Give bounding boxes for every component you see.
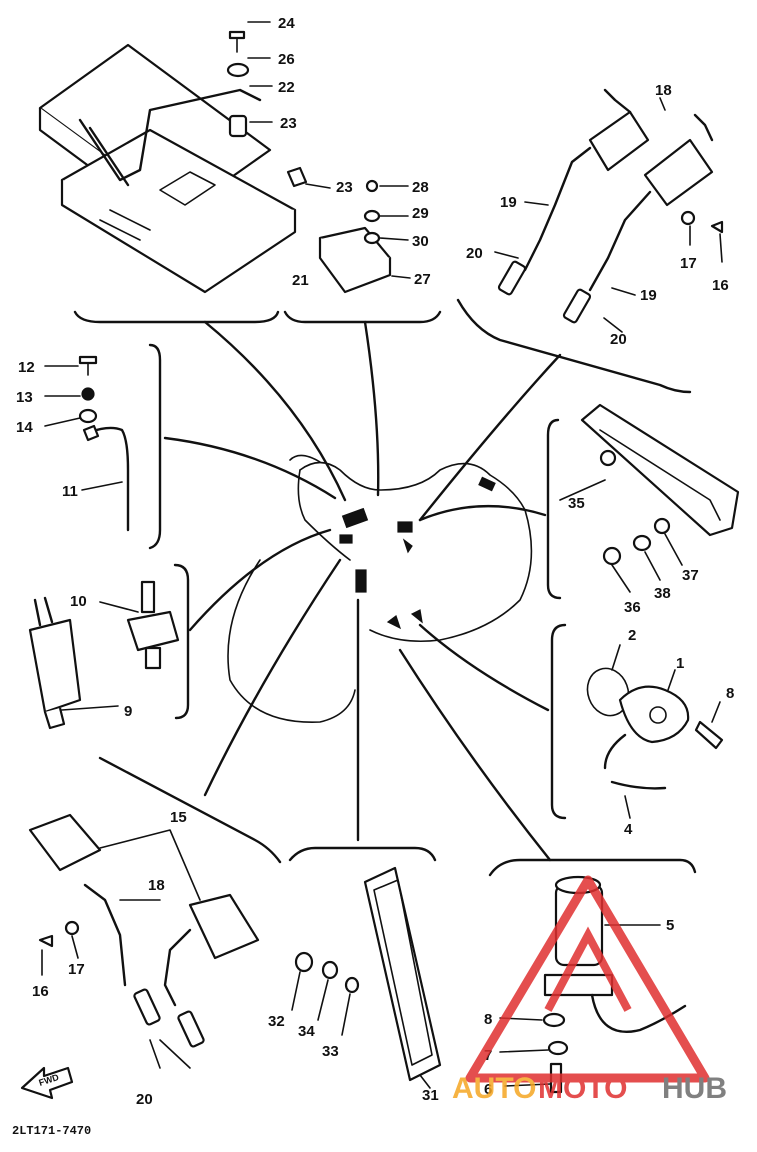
label-18-top: 18 [655, 82, 672, 99]
sender-unit-1 [550, 623, 724, 820]
label-10: 10 [70, 593, 87, 610]
bracket-hardware [226, 21, 331, 189]
bracket-top-right [456, 298, 692, 394]
forward-arrow-icon: FWD [20, 1066, 74, 1100]
label-1: 1 [676, 655, 684, 672]
label-16-bottom: 16 [32, 983, 49, 1000]
motorcycle-outline [227, 454, 533, 723]
label-21: 21 [292, 272, 309, 289]
label-36: 36 [624, 599, 641, 616]
label-16-top: 16 [712, 277, 729, 294]
label-23: 23 [280, 115, 297, 132]
label-23-b: 23 [336, 179, 353, 196]
watermark-logo: AUTO MOTO HUB [452, 875, 727, 1105]
ignition-coils-bottom [28, 756, 282, 1069]
label-17-bottom: 17 [68, 961, 85, 978]
label-12: 12 [18, 359, 35, 376]
watermark-part1: AUTO [452, 1072, 536, 1105]
label-14: 14 [16, 419, 33, 436]
label-24: 24 [278, 15, 295, 32]
label-33: 33 [322, 1043, 339, 1060]
label-37: 37 [682, 567, 699, 584]
watermark-part2: MOTO [538, 1072, 627, 1105]
label-6: 6 [484, 1081, 492, 1098]
label-18-bottom: 18 [148, 877, 165, 894]
label-9: 9 [124, 703, 132, 720]
label-8-bottom: 8 [484, 1011, 492, 1028]
label-32: 32 [268, 1013, 285, 1030]
label-2: 2 [628, 627, 636, 644]
label-11: 11 [62, 483, 78, 500]
diagram-code: 2LT171-7470 [12, 1124, 91, 1138]
label-31: 31 [422, 1087, 439, 1104]
switches-9-10 [28, 563, 190, 730]
bracket-top-mid [283, 310, 442, 324]
label-20-top-b: 20 [610, 331, 627, 348]
label-27: 27 [414, 271, 431, 288]
ignition-coils-top [494, 88, 724, 333]
label-26: 26 [278, 51, 295, 68]
label-5: 5 [666, 917, 674, 934]
watermark-part3: HUB [662, 1072, 727, 1105]
label-19-top-b: 19 [640, 287, 657, 304]
label-8-right: 8 [726, 685, 734, 702]
label-38: 38 [654, 585, 671, 602]
sensor-lead-11 [44, 343, 162, 550]
reflector-35 [546, 403, 740, 600]
reflector-31 [288, 846, 442, 1089]
label-22: 22 [278, 79, 295, 96]
label-4: 4 [624, 821, 633, 838]
label-20-top: 20 [466, 245, 483, 262]
ecu-unit [38, 43, 297, 294]
label-30: 30 [412, 233, 429, 250]
label-19-top: 19 [500, 194, 517, 211]
relay-27 [318, 179, 411, 294]
label-13: 13 [16, 389, 33, 406]
label-28: 28 [412, 179, 429, 196]
label-34: 34 [298, 1023, 315, 1040]
label-17-top: 17 [680, 255, 697, 272]
label-15: 15 [170, 809, 187, 826]
bracket-top-left [73, 310, 280, 324]
label-29: 29 [412, 205, 429, 222]
label-20-bottom: 20 [136, 1091, 153, 1108]
leader-lines [163, 320, 562, 862]
label-35: 35 [568, 495, 585, 512]
